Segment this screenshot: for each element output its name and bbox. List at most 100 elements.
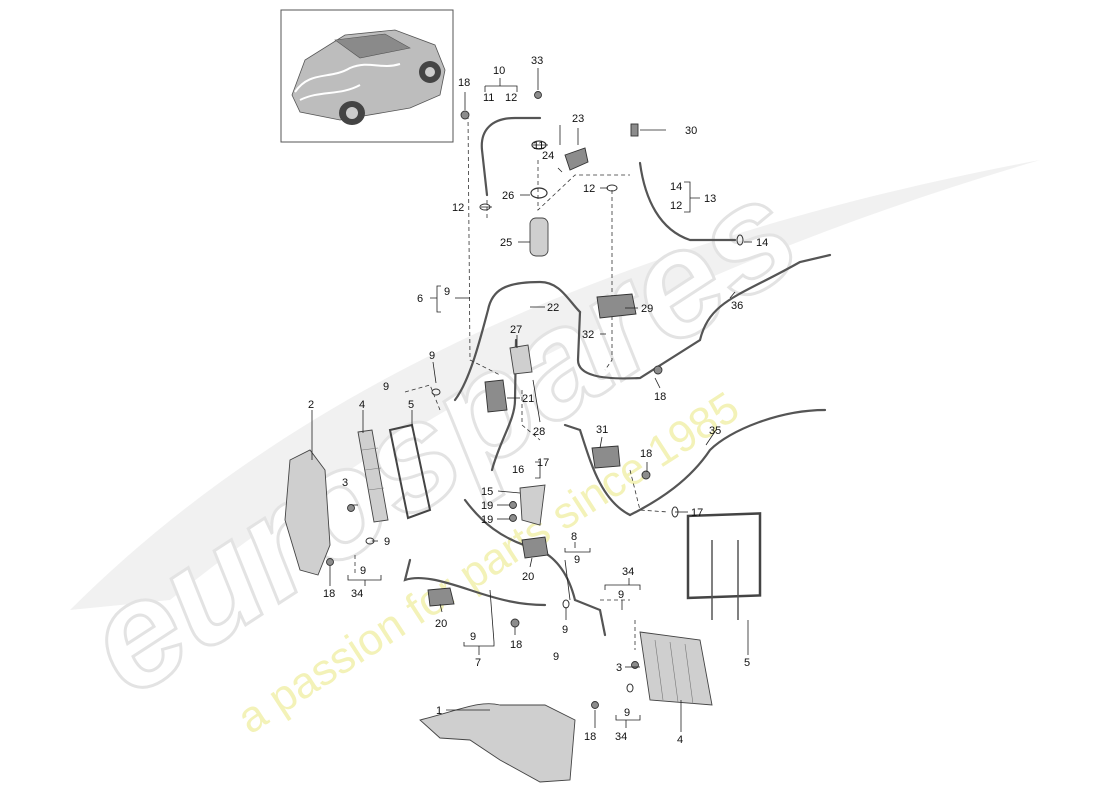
callout-4: 4 [677,734,683,746]
seal-9-upper [431,388,441,396]
callout-34: 34 [615,731,627,743]
callout-19: 19 [481,514,493,526]
part-connector [591,445,621,469]
callout-13: 13 [704,193,716,205]
callout-18: 18 [654,391,666,403]
callout-20: 20 [522,571,534,583]
screw-3-right [631,661,639,669]
parts [284,91,762,783]
washer-19a [509,501,517,509]
callout-21: 21 [522,393,534,405]
part-mount-1 [521,536,549,559]
callout-26: 26 [502,190,514,202]
callout-12: 12 [452,202,464,214]
callout-12: 12 [505,92,517,104]
callout-33: 33 [531,55,543,67]
part-seal-ring [530,187,548,199]
callout-25: 25 [500,237,512,249]
callout-24: 24 [542,150,554,162]
callout-7: 7 [475,657,481,669]
callout-14: 14 [670,181,682,193]
part-valve [564,147,589,171]
part-mount-2 [427,587,455,607]
callout-3: 3 [616,662,622,674]
callout-9: 9 [383,381,389,393]
part-expansion-valve [484,379,508,413]
part-switch-block [596,293,637,319]
callout-9: 9 [553,651,559,663]
seal-14 [736,234,744,246]
screw-18-top [460,110,470,120]
callout-19: 19 [481,500,493,512]
part-bracket [509,344,533,375]
callout-29: 29 [641,303,653,315]
callout-9: 9 [444,286,450,298]
screw-33 [534,91,542,99]
callout-2: 2 [308,399,314,411]
screw-18-bottom [510,618,520,628]
callout-9: 9 [562,624,568,636]
callout-9: 9 [618,589,624,601]
callout-27: 27 [510,324,522,336]
callout-36: 36 [731,300,743,312]
callout-5: 5 [744,657,750,669]
screw-18-right [641,470,651,480]
part-condenser-right [639,631,713,706]
assembly-lines [354,114,669,650]
callout-5: 5 [408,399,414,411]
callout-35: 35 [709,425,721,437]
part-dryer [529,217,549,257]
watermark-swoosh [70,160,1040,610]
callout-1: 1 [436,705,442,717]
callout-18: 18 [584,731,596,743]
part-air-duct [284,449,331,576]
callout-17: 17 [537,457,549,469]
refrigerant-lines [403,116,832,637]
leader-lines [311,68,752,732]
callout-labels: 1 2 3 3 4 4 5 5 6 7 8 9 9 9 9 9 9 9 9 9 … [308,55,768,746]
seal-9-mid [562,599,570,609]
callout-32: 32 [582,329,594,341]
callout-9: 9 [624,707,630,719]
part-sensor [630,123,639,137]
part-condenser-left [357,429,389,523]
callout-9: 9 [384,536,390,548]
callout-28: 28 [533,426,545,438]
callout-18: 18 [640,448,652,460]
callout-23: 23 [572,113,584,125]
callout-3: 3 [342,477,348,489]
callout-18: 18 [458,77,470,89]
part-frame-right [686,512,762,620]
screw-18-left [326,558,334,566]
callout-6: 6 [417,293,423,305]
callout-12: 12 [670,200,682,212]
callout-34: 34 [351,588,363,600]
callout-14: 14 [756,237,768,249]
seal-9-low [626,683,634,693]
callout-4: 4 [359,399,365,411]
callout-9: 9 [470,631,476,643]
callout-16: 16 [512,464,524,476]
screw-3-left [347,504,355,512]
callout-9: 9 [360,565,366,577]
callout-12: 12 [583,183,595,195]
part-lower-duct [419,703,576,783]
vehicle-thumbnail [280,9,454,143]
callout-9: 9 [429,350,435,362]
screw-18-mid [653,365,663,375]
callout-18: 18 [323,588,335,600]
callout-31: 31 [596,424,608,436]
callout-30: 30 [685,125,697,137]
callout-10: 10 [493,65,505,77]
callout-17: 17 [691,507,703,519]
part-holder [519,484,546,526]
part-frame-left [388,423,432,520]
callout-34: 34 [622,566,634,578]
callout-9: 9 [574,554,580,566]
callout-20: 20 [435,618,447,630]
washer-19b [509,514,517,522]
callout-22: 22 [547,302,559,314]
callout-8: 8 [571,531,577,543]
callout-18: 18 [510,639,522,651]
